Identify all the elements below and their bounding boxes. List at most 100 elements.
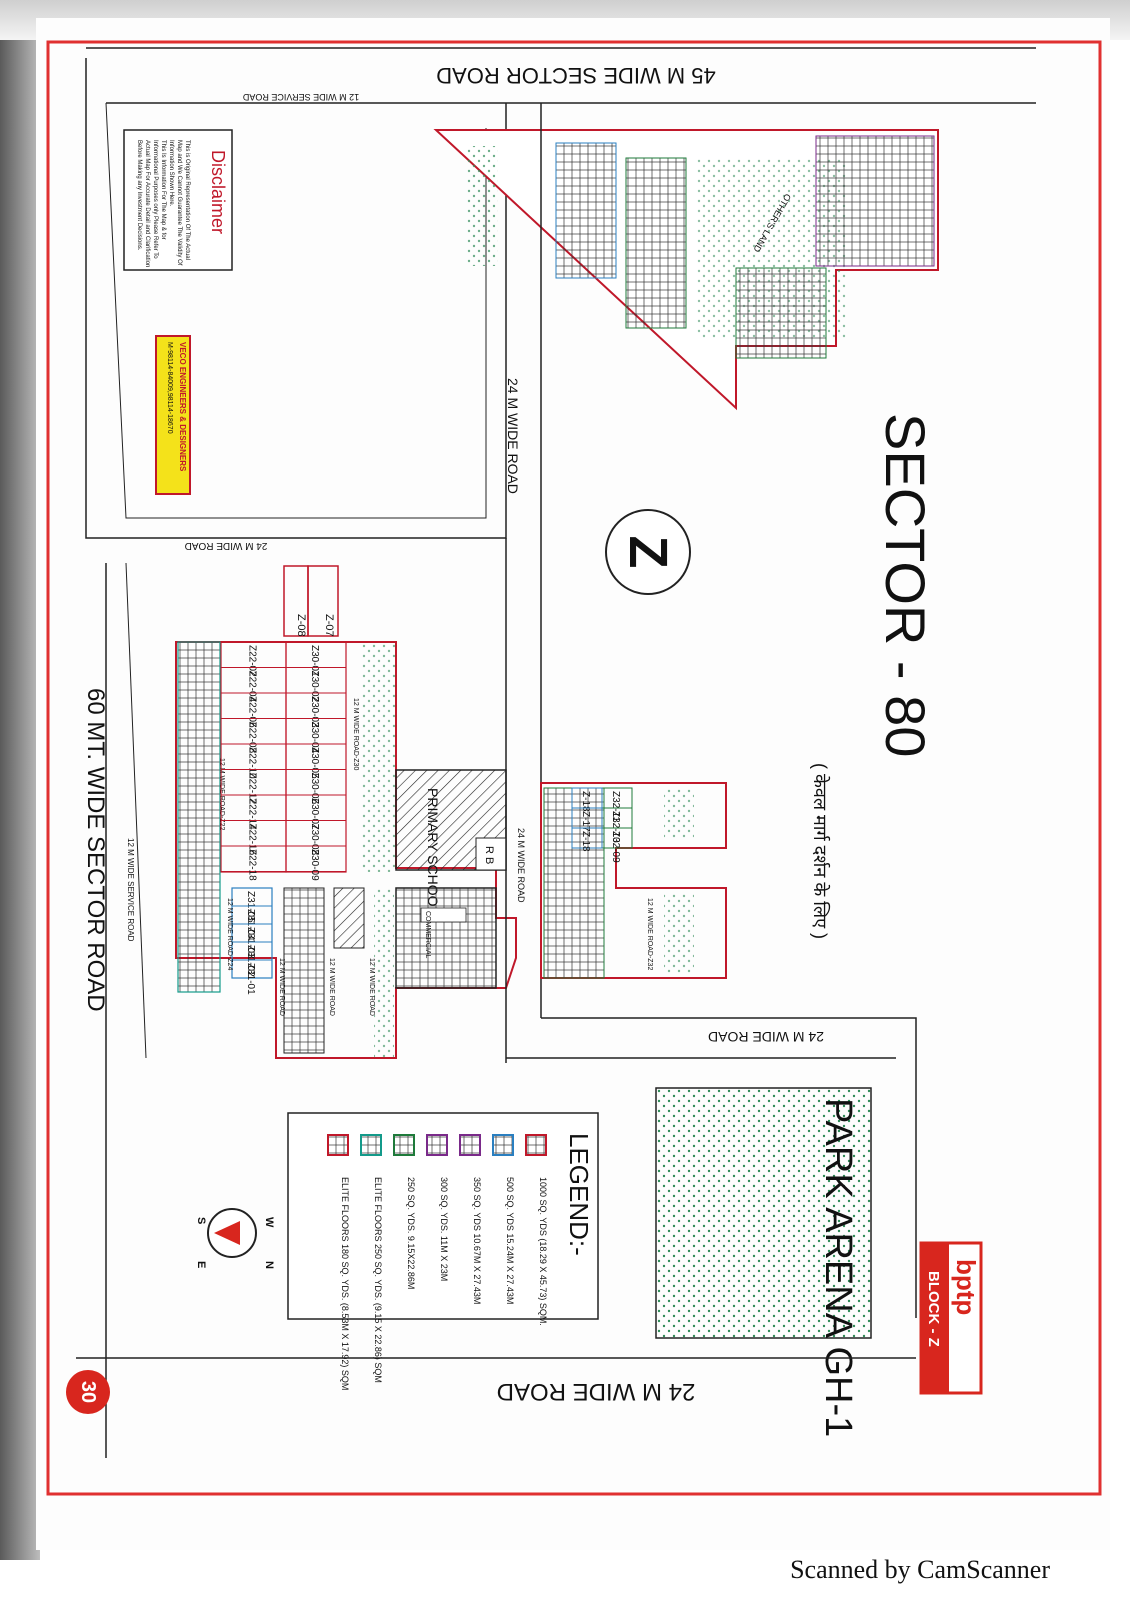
legend-label: 500 SQ. YDS 15.24M X 27.43M [505, 1177, 515, 1304]
plot-label: Z30-04 [309, 722, 320, 754]
right-road-edge [541, 1017, 917, 1318]
plot-label: Z22-02 [247, 645, 258, 677]
road-z24-label: 12 M WIDE ROAD-Z24 [226, 898, 233, 970]
plot-cell [231, 959, 273, 979]
plot-z08 [283, 565, 309, 637]
plot-label: Z31-03 [245, 927, 256, 959]
contact-stamp: VECO ENGINEERS & DESIGNERS M-98114-84009… [155, 335, 191, 495]
z22-labels: Z22-02Z22-04Z22-06Z22-08Z22-10Z22-12Z22-… [220, 641, 287, 881]
road-12c-label: 12 M WIDE ROAD [368, 958, 375, 1016]
brand-badge: bptp BLOCK - Z [919, 1241, 983, 1395]
park-arena-label: PARK ARENA GH-1 [817, 1098, 859, 1437]
page-number: 30 [77, 1381, 99, 1403]
plot-cell [220, 845, 287, 872]
left-road-label: 60 MT. WIDE SECTOR ROAD [82, 688, 109, 1012]
legend-label: 300 SQ. YDS. 11M X 23M [439, 1177, 449, 1281]
plot-label: Z22-14 [247, 798, 258, 830]
road-z32-label: 12 M WIDE ROAD-Z32 [646, 898, 653, 970]
plot-label: Z31-01 [245, 963, 256, 995]
legend-swatch [459, 1134, 481, 1156]
legend-swatch [525, 1134, 547, 1156]
plot-label: Z30-02 [309, 671, 320, 703]
block-z-letter: Z [618, 536, 678, 569]
right-lower-park [664, 788, 694, 838]
right-lower-park-2 [664, 893, 694, 973]
triangle-plots-block-2 [555, 142, 617, 279]
disclaimer-title: Disclaimer [208, 150, 228, 234]
middle-horizontal-road-label: 24 M WIDE ROAD [185, 540, 268, 551]
disclaimer-line-3: This Is Information For The Map & for [160, 140, 166, 240]
top-service-road-label: 12 M WIDE SERVICE ROAD [242, 92, 359, 102]
legend-label: 250 SQ. YDS. 9.15X22.86M [406, 1177, 416, 1289]
compass-e: E [195, 1261, 207, 1268]
legend: LEGEND:- 1000 SQ. YDS (18.29 X 45.73) SQ… [287, 1112, 599, 1390]
disclaimer-line-5: Actual Map For Accurate Detail and Clari… [144, 140, 150, 267]
page-number-badge: 30 [66, 1370, 110, 1414]
outer-border [46, 40, 1102, 1496]
sector-map: 45 M WIDE SECTOR ROAD 12 M WIDE SERVICE … [46, 40, 1102, 1496]
plot-label: Z22-08 [247, 722, 258, 754]
legend-swatch [393, 1134, 415, 1156]
plot-label: Z32-09 [610, 831, 621, 863]
left-upper-block [85, 58, 507, 539]
left-service-road-label: 12 M WIDE SERVICE ROAD [126, 838, 135, 942]
map-sheet: 45 M WIDE SECTOR ROAD 12 M WIDE SERVICE … [36, 18, 1110, 1550]
disclaimer-line-6: Before Making any Investment Decisions. [136, 140, 142, 251]
right-road-label: 24 M WIDE ROAD [708, 1029, 824, 1045]
plot-label: Z22-04 [247, 671, 258, 703]
plot-label: Z22-06 [247, 696, 258, 728]
plot-label: Z-18 [580, 791, 591, 812]
disclaimer-line-0: This is Original Representation Of The A… [184, 140, 190, 260]
road-12a-label: 12 M WIDE ROAD [278, 958, 285, 1016]
legend-label: 1000 SQ. YDS (18.29 X 45.73) SQM. [538, 1177, 548, 1326]
disclaimer-box: Disclaimer This is Original Representati… [123, 129, 233, 271]
road-z30-label: 12 M WIDE ROAD-Z30 [352, 698, 359, 770]
center-vertical-road-label: 24 M WIDE ROAD [516, 828, 526, 903]
contact-phone: M-98114-84009,98114-18670 [166, 342, 173, 434]
legend-swatch [327, 1134, 349, 1156]
park-arena [655, 1087, 872, 1339]
compass: W S N E [195, 1208, 275, 1269]
plot-label: Z32-10 [610, 811, 621, 843]
plot-label: Z30-03 [309, 696, 320, 728]
park-arena-name: PARK ARENA GH-1 [817, 1098, 859, 1437]
legend-swatch [492, 1134, 514, 1156]
plot-label: Z-18 [580, 831, 591, 852]
plot-label: Z22-10 [247, 747, 258, 779]
plot-label: Z30-05 [309, 747, 320, 779]
compass-arrow [214, 1221, 240, 1245]
top-road-label: 45 M WIDE SECTOR ROAD [436, 63, 716, 88]
triangle-plots-block [815, 135, 935, 267]
block-z-circle [605, 509, 691, 595]
plot-label: Z30-09 [309, 849, 320, 881]
legend-label: ELITE FLOORS 180 SQ. YDS. (8.53M X 17.92… [340, 1177, 350, 1390]
binder-shadow [0, 0, 40, 1560]
brand-logo: bptp [951, 1259, 981, 1315]
lower-park-strip [374, 888, 394, 1058]
left-service-road-edge [125, 562, 147, 1059]
plot-label: Z31-05 [245, 891, 256, 923]
z30-labels: Z30-01Z30-02Z30-03Z30-04Z30-05Z30-06Z30-… [285, 641, 347, 881]
hindi-note: ( केवल मार्ग दर्शन के लिए ) [810, 763, 831, 939]
sector-title: SECTOR - 80 [874, 413, 937, 757]
lower-grid-block [283, 887, 325, 1054]
rb-box [475, 837, 507, 871]
scan-footer: Scanned by CamScanner [790, 1555, 1050, 1584]
triangle-plots-block-4 [735, 267, 827, 359]
disclaimer-line-1: Map and We Cannot Guarantee The Validity… [176, 140, 182, 266]
triangle-park [466, 146, 498, 266]
compass-w: W [263, 1217, 275, 1228]
commercial-label: COMMERCIAL [424, 911, 431, 959]
triangle-plots-block-3 [625, 157, 687, 329]
compass-n: N [263, 1261, 275, 1269]
plot-pair: Z-07 Z-08 [283, 565, 339, 637]
legend-swatch [360, 1134, 382, 1156]
z22-elite-strip [177, 641, 221, 993]
lower-hatch-block [333, 887, 365, 949]
plot-label: Z30-01 [309, 645, 320, 677]
legend-label: ELITE FLOORS 250 SQ. YDS. (9.15 X 22.86)… [373, 1177, 383, 1383]
commercial-block [395, 887, 497, 989]
legend-swatch [426, 1134, 448, 1156]
zmid-labels: Z-18Z-17Z-18 [571, 787, 603, 852]
